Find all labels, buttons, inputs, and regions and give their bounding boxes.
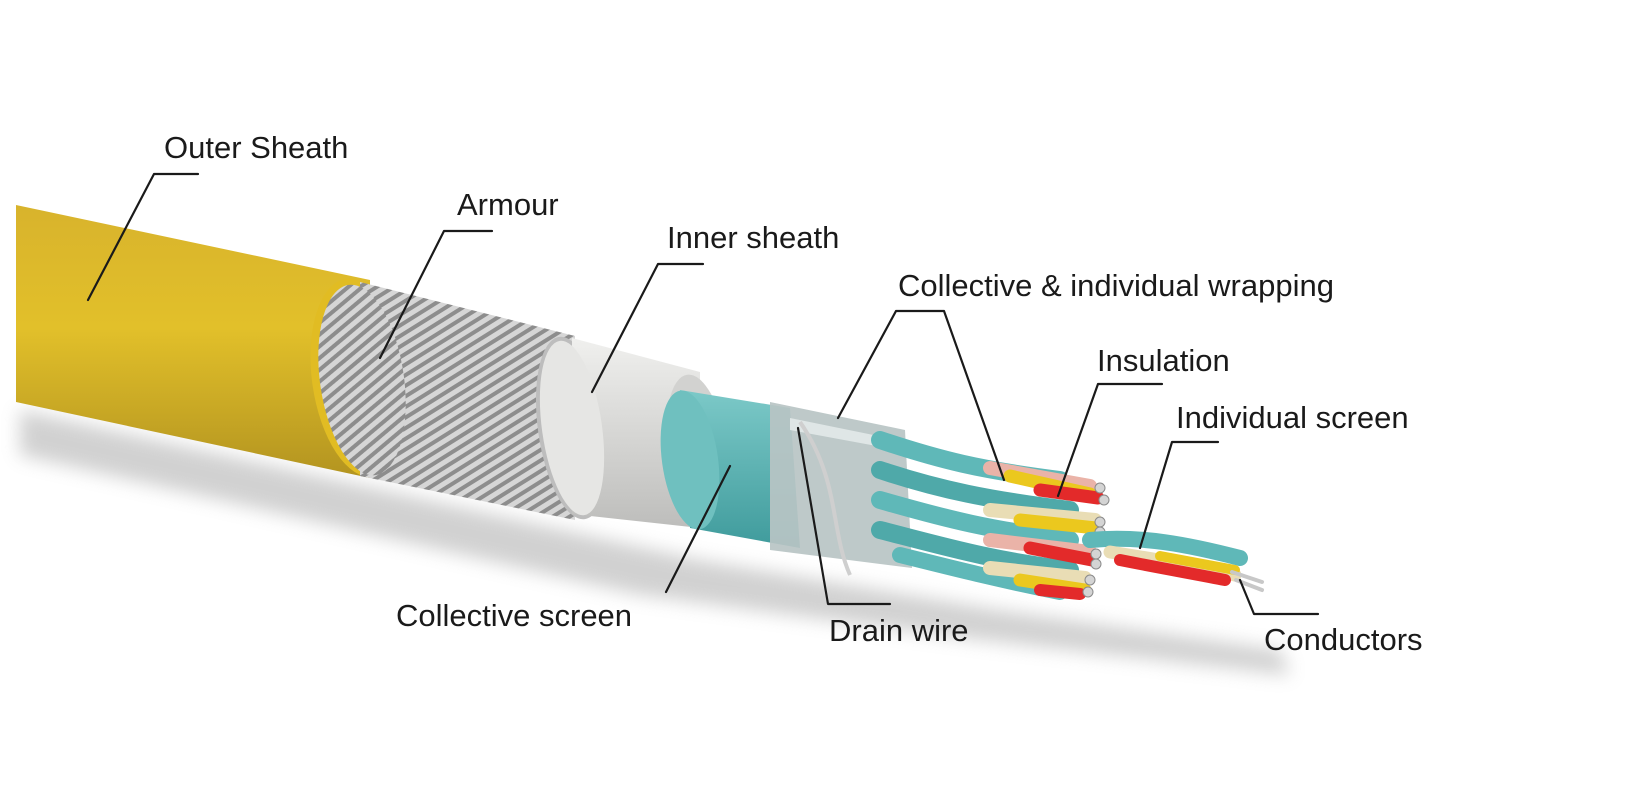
insulation-label: Insulation <box>1097 343 1230 378</box>
conductors-leader <box>1238 578 1320 616</box>
collective-wrapping-leader <box>836 309 1006 482</box>
drain-wire-shape <box>798 420 852 576</box>
outer-sheath-label: Outer Sheath <box>164 130 348 165</box>
outer-sheath-shape <box>16 205 370 478</box>
insulated-cores <box>983 461 1105 600</box>
bare-conductors <box>1230 570 1264 592</box>
collective-individual-wrapping-label: Collective & individual wrapping <box>898 268 1334 303</box>
inner-sheath-label: Inner sheath <box>667 220 839 255</box>
cable-shadow <box>20 410 1290 675</box>
separated-pair <box>1082 530 1264 592</box>
conductors-label: Conductors <box>1264 622 1423 657</box>
inner-sheath-face <box>539 340 605 516</box>
collective-screen-face <box>660 390 720 530</box>
individual-screen-label: Individual screen <box>1176 400 1409 435</box>
drain-wire-leader <box>796 426 892 606</box>
collective-screen-label: Collective screen <box>396 598 632 633</box>
collective-screen-leader <box>664 464 732 594</box>
twisted-pairs-bundle <box>871 431 1110 600</box>
collective-wrapping-highlight <box>790 418 898 450</box>
armour-leader <box>378 229 494 360</box>
insulation-leader <box>1056 382 1164 498</box>
individual-screen-leader <box>1138 440 1220 550</box>
armour-face <box>318 284 406 476</box>
armour-shape <box>360 282 575 520</box>
drain-wire-label: Drain wire <box>829 613 969 648</box>
armour-label: Armour <box>457 187 559 222</box>
outer-sheath-leader <box>86 172 200 302</box>
inner-sheath-leader <box>590 262 705 394</box>
